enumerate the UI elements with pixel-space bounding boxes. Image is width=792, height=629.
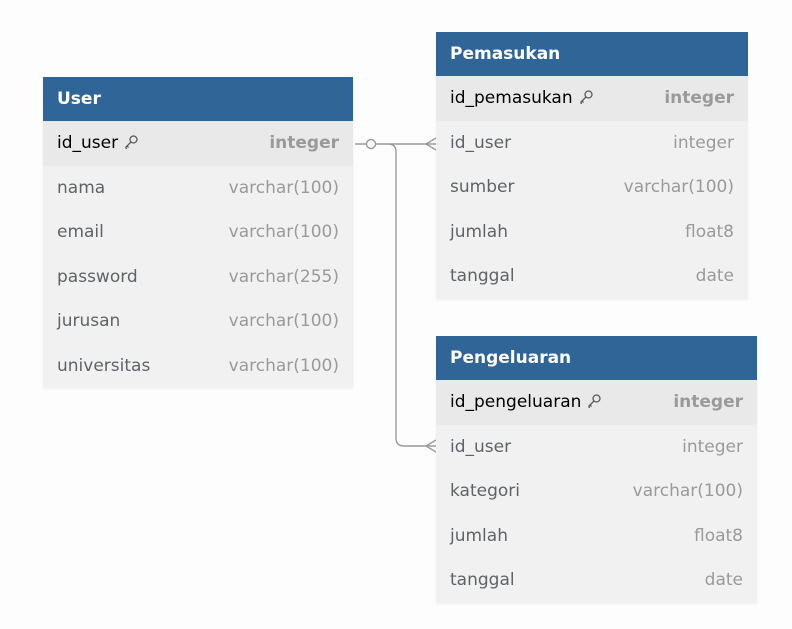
edge-many-marker-pengeluaran — [424, 439, 437, 453]
field-name: tanggal — [450, 266, 515, 287]
field-type: integer — [673, 132, 734, 153]
field-type: varchar(100) — [632, 481, 743, 502]
field-name: sumber — [450, 177, 515, 198]
field-row[interactable]: tanggal date — [436, 558, 757, 603]
field-name: id_user — [450, 132, 512, 153]
table-pemasukan-title[interactable]: Pemasukan — [436, 32, 748, 76]
field-name: nama — [57, 177, 106, 198]
table-user-title[interactable]: User — [43, 77, 353, 121]
key-icon — [588, 394, 602, 409]
key-icon — [125, 135, 138, 150]
field-row[interactable]: nama varchar(100) — [43, 166, 353, 211]
field-row[interactable]: tanggal date — [436, 254, 748, 299]
field-name: jumlah — [450, 525, 508, 546]
table-user[interactable]: User id_user integer nama varchar(100) e… — [43, 77, 353, 388]
field-name: password — [57, 266, 138, 287]
field-row[interactable]: id_pengeluaran integer — [436, 380, 757, 425]
field-type: float8 — [693, 525, 743, 546]
table-pengeluaran[interactable]: Pengeluaran id_pengeluaran integer id_us… — [436, 336, 757, 603]
field-name: universitas — [57, 355, 151, 376]
field-type: date — [704, 570, 743, 591]
field-type: varchar(100) — [228, 177, 339, 198]
field-name: email — [57, 222, 104, 243]
field-type: varchar(100) — [228, 222, 339, 243]
table-pemasukan[interactable]: Pemasukan id_pemasukan integer id_user i… — [436, 32, 748, 299]
field-name: kategori — [450, 481, 520, 502]
field-row[interactable]: jumlah float8 — [436, 210, 748, 255]
field-type: integer — [673, 392, 743, 413]
field-row[interactable]: universitas varchar(100) — [43, 344, 353, 389]
field-name: id_user — [57, 133, 139, 153]
edge-one-marker — [365, 138, 377, 150]
field-row[interactable]: jumlah float8 — [436, 514, 757, 559]
field-type: date — [695, 266, 734, 287]
field-row[interactable]: email varchar(100) — [43, 210, 353, 255]
field-type: integer — [682, 436, 743, 457]
field-type: varchar(255) — [228, 266, 339, 287]
field-row[interactable]: password varchar(255) — [43, 255, 353, 300]
field-row[interactable]: id_user integer — [43, 121, 353, 166]
field-row[interactable]: kategori varchar(100) — [436, 469, 757, 514]
field-name: tanggal — [450, 570, 515, 591]
field-type: integer — [269, 133, 339, 154]
edge-many-marker-pemasukan — [424, 137, 437, 151]
field-type: float8 — [684, 221, 734, 242]
edge-user-pemasukan[interactable] — [355, 143, 436, 447]
field-row[interactable]: sumber varchar(100) — [436, 165, 748, 210]
field-row[interactable]: id_pemasukan integer — [436, 76, 748, 121]
field-name: jurusan — [57, 311, 121, 332]
table-pengeluaran-title[interactable]: Pengeluaran — [436, 336, 757, 380]
field-row[interactable]: id_user integer — [436, 121, 748, 166]
field-type: integer — [664, 88, 734, 109]
field-row[interactable]: id_user integer — [436, 425, 757, 470]
field-name: id_user — [450, 436, 512, 457]
field-name: id_pengeluaran — [450, 392, 602, 412]
field-name: id_pemasukan — [450, 88, 594, 108]
field-row[interactable]: jurusan varchar(100) — [43, 299, 353, 344]
field-type: varchar(100) — [623, 177, 734, 198]
key-icon — [579, 90, 593, 105]
field-type: varchar(100) — [228, 311, 339, 332]
field-name: jumlah — [450, 221, 508, 242]
field-type: varchar(100) — [228, 355, 339, 376]
